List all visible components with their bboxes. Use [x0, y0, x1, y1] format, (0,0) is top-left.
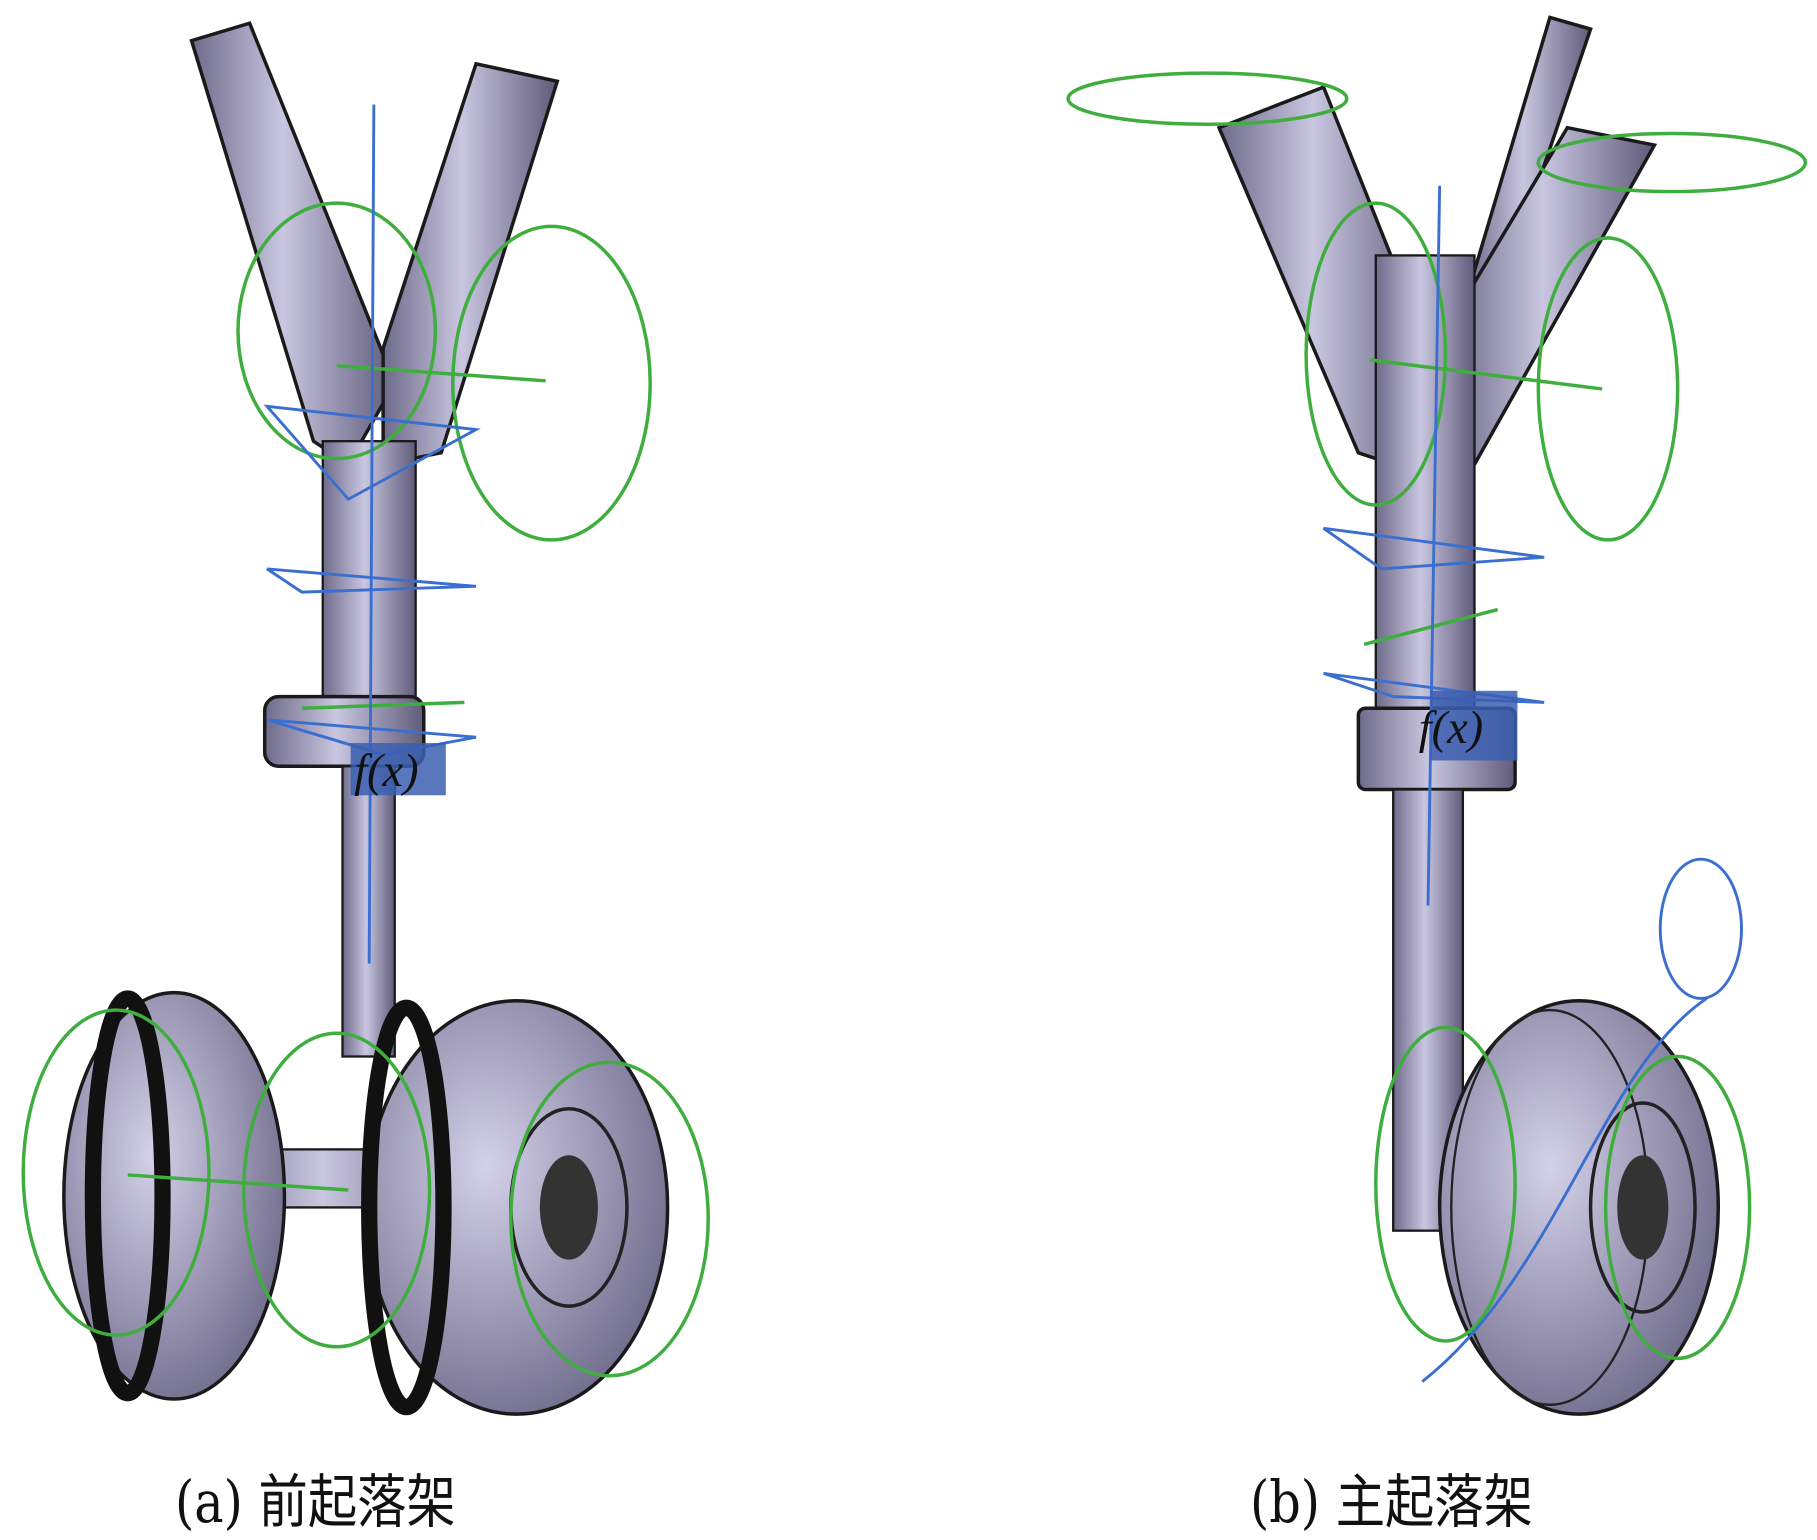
caption-b: (b) 主起落架 — [1250, 1468, 1533, 1536]
fx-box — [1430, 690, 1518, 761]
wheel — [1437, 999, 1721, 1416]
caption-a: (a) 前起落架 — [175, 1468, 456, 1536]
right-arm — [381, 61, 560, 467]
fx-label: f(x) — [354, 746, 418, 797]
hub — [1588, 1101, 1697, 1314]
left-tire-band — [84, 990, 171, 1402]
hub-center — [539, 1155, 598, 1260]
hub-center — [1617, 1155, 1669, 1260]
strut-cylinder — [1374, 254, 1476, 721]
main-landing-gear: f(x) — [1066, 15, 1808, 1416]
right-tire-band — [361, 999, 452, 1416]
left-arm — [189, 21, 397, 467]
right-arm — [1449, 125, 1658, 493]
fx-label: f(x) — [1419, 703, 1483, 754]
strut-cylinder — [321, 440, 417, 704]
green-sketch-circles — [1066, 71, 1808, 1361]
nose-landing-gear: f(x) — [21, 21, 710, 1416]
green-sketch-circles — [21, 201, 710, 1378]
fx-box — [350, 743, 446, 796]
left-wheel — [62, 990, 287, 1401]
